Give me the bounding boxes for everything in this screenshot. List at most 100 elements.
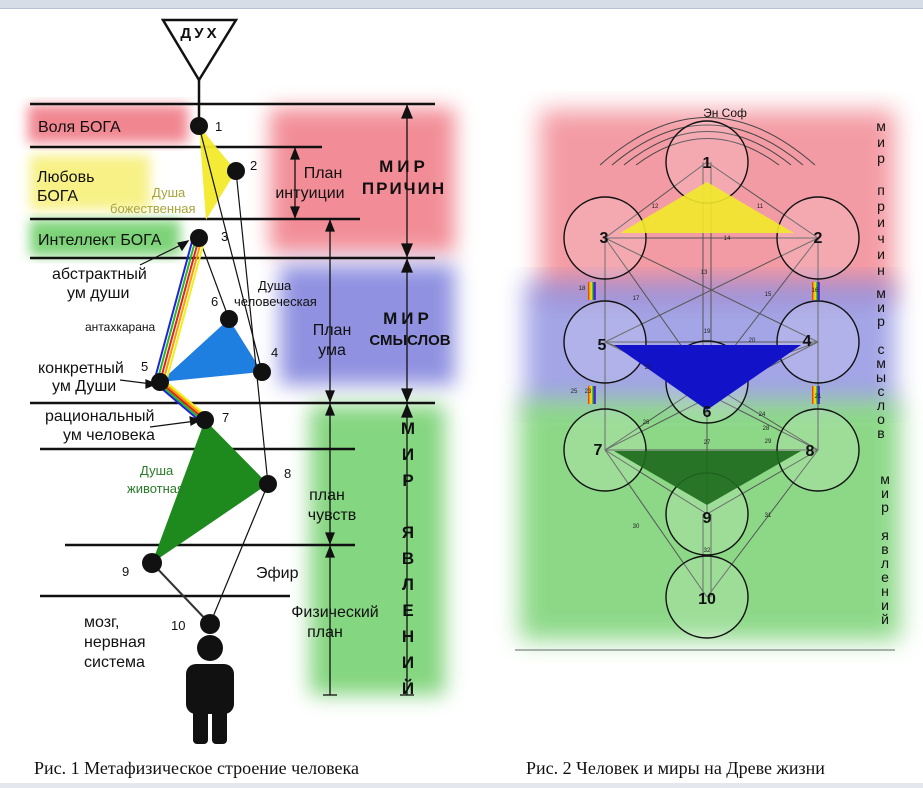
node-number-3: 3 bbox=[221, 229, 228, 244]
sephirot bbox=[563, 120, 860, 639]
node-6 bbox=[220, 310, 238, 328]
svg-text:28: 28 bbox=[763, 426, 770, 432]
sephirah-number-3: 3 bbox=[600, 230, 609, 247]
tree-manifest-letter: в bbox=[881, 541, 888, 557]
node-8 bbox=[259, 475, 277, 493]
world-of-manifestations-letter: И bbox=[402, 653, 414, 672]
human-silhouette bbox=[186, 635, 234, 744]
svg-text:13: 13 bbox=[701, 270, 708, 276]
tree-causes-letter: р bbox=[877, 150, 885, 166]
sephirah-number-9: 9 bbox=[703, 510, 712, 527]
concrete-mind-label-1: конкретный bbox=[38, 360, 124, 377]
tree-manifest-letter: и bbox=[881, 597, 889, 613]
rational-mind-label-2: ум человека bbox=[63, 427, 155, 444]
svg-text:25: 25 bbox=[571, 389, 578, 395]
world-of-manifestations-letter: М bbox=[401, 419, 415, 438]
sephirah-number-7: 7 bbox=[594, 442, 603, 459]
tree-green-triangle bbox=[614, 451, 801, 505]
figure-1-connection-lines bbox=[198, 125, 269, 625]
figure-1-node-numbers: 1 2 3 4 5 6 7 8 9 10 bbox=[122, 119, 291, 633]
node-number-1: 1 bbox=[215, 119, 222, 134]
node-number-9: 9 bbox=[122, 564, 129, 579]
rational-mind-label-1: рациональный bbox=[45, 408, 154, 425]
animal-soul-triangle bbox=[152, 420, 268, 563]
sephirah-7 bbox=[563, 408, 647, 492]
brain-label-2: нервная bbox=[84, 634, 146, 651]
tree-manifest-letter: м bbox=[880, 471, 890, 487]
node-9 bbox=[142, 553, 162, 573]
human-soul-label-2: человеческая bbox=[234, 294, 317, 309]
sephirah-8 bbox=[776, 408, 860, 492]
node-number-5: 5 bbox=[141, 359, 148, 374]
svg-text:14: 14 bbox=[724, 236, 731, 242]
figure-1-caption: Рис. 1 Метафизическое строение человека bbox=[34, 758, 359, 778]
sephirot-numbers: 1 3 2 5 4 6 7 8 9 10 bbox=[594, 155, 823, 608]
sephirah-number-4: 4 bbox=[803, 333, 812, 350]
tree-blue-triangle bbox=[614, 345, 801, 410]
sephirah-4 bbox=[776, 300, 860, 384]
world-of-manifestations-letter: Е bbox=[402, 601, 413, 620]
love-of-god-label-1: Любовь bbox=[37, 169, 94, 186]
tree-meanings-letter: м bbox=[876, 285, 886, 301]
tree-path-numbers: 11 12 13 14 15 16 17 18 19 20 21 22 23 2… bbox=[571, 204, 822, 554]
intuition-plan-label-2: интуиции bbox=[275, 185, 344, 202]
svg-text:23: 23 bbox=[585, 389, 592, 395]
tree-meanings-letter: л bbox=[877, 397, 885, 413]
figure-1-pointer-arrows bbox=[119, 240, 202, 428]
figure-1-nodes bbox=[142, 117, 277, 634]
svg-text:11: 11 bbox=[757, 204, 764, 210]
figure-1-left-labels: Воля БОГА Любовь БОГА Душа божественная … bbox=[37, 119, 317, 671]
tree-meanings-letter: с bbox=[878, 341, 885, 357]
tree-meanings-letter: с bbox=[878, 383, 885, 399]
intuition-plan-label-1: План bbox=[304, 165, 343, 182]
tree-rainbow-channels bbox=[588, 282, 820, 404]
svg-text:27: 27 bbox=[704, 440, 711, 446]
svg-text:24: 24 bbox=[759, 412, 766, 418]
tree-causes-letter: р bbox=[877, 198, 885, 214]
svg-text:21: 21 bbox=[815, 394, 822, 400]
tree-manifest-letter: р bbox=[881, 499, 889, 515]
svg-text:26: 26 bbox=[643, 420, 650, 426]
mind-plan-label-1: План bbox=[313, 322, 352, 339]
divine-soul-triangle bbox=[199, 126, 236, 220]
antahkarana-label: антахкарана bbox=[85, 320, 155, 334]
figure-1-world-labels: МИР ПРИЧИН МИР СМЫСЛОВ bbox=[362, 157, 451, 349]
divine-soul-label-2: божественная bbox=[110, 201, 196, 216]
ether-label: Эфир bbox=[256, 565, 299, 582]
svg-text:22: 22 bbox=[645, 365, 652, 371]
tree-color-bands bbox=[520, 110, 900, 640]
tree-manifest-letter: и bbox=[881, 485, 889, 501]
figure-1-plan-labels: План интуиции План ума план чувств Физич… bbox=[275, 165, 378, 641]
physical-plan-label-1: Физический bbox=[291, 604, 378, 621]
tree-causes-letter: п bbox=[877, 182, 885, 198]
feelings-plan-label-1: план bbox=[309, 487, 345, 504]
feelings-plan-label-2: чувств bbox=[308, 507, 356, 524]
node-number-6: 6 bbox=[211, 294, 218, 309]
figure-1-thick-lines bbox=[151, 562, 211, 625]
divine-soul-label-1: Душа bbox=[152, 185, 186, 200]
svg-text:18: 18 bbox=[579, 286, 586, 292]
tree-manifest-letter: н bbox=[881, 583, 889, 599]
node-number-7: 7 bbox=[222, 410, 229, 425]
svg-text:19: 19 bbox=[704, 329, 711, 335]
svg-text:17: 17 bbox=[633, 296, 640, 302]
world-of-manifestations-letter: В bbox=[402, 549, 414, 568]
sephirah-number-1: 1 bbox=[703, 155, 712, 172]
spirit-triangle: ДУХ bbox=[160, 18, 239, 122]
world-of-causes-label-2: ПРИЧИН bbox=[362, 179, 446, 198]
sephirah-number-8: 8 bbox=[806, 443, 815, 460]
world-of-causes-label-1: МИР bbox=[379, 157, 429, 176]
node-number-10: 10 bbox=[171, 618, 185, 633]
svg-text:31: 31 bbox=[765, 513, 772, 519]
svg-text:12: 12 bbox=[652, 204, 659, 210]
brain-label-3: система bbox=[84, 654, 145, 671]
world-of-manifestations-letter: Й bbox=[402, 679, 414, 698]
animal-soul-label-1: Душа bbox=[140, 463, 174, 478]
sephirah-10 bbox=[665, 555, 749, 639]
tree-causes-letter: н bbox=[877, 262, 885, 278]
tree-causes-letter: и bbox=[877, 134, 885, 150]
sephirah-3 bbox=[563, 196, 647, 280]
world-of-meanings-label-1: МИР bbox=[383, 309, 433, 328]
figure-1-color-bands bbox=[28, 105, 455, 695]
